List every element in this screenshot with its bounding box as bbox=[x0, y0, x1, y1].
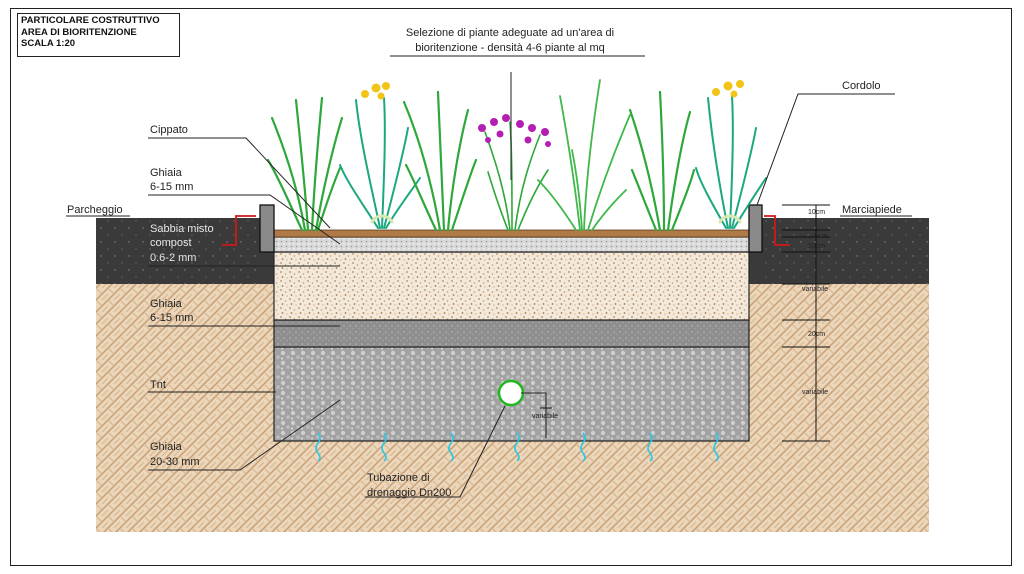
layer-top-gravel bbox=[273, 236, 750, 253]
label-sabbia-3: 0.6-2 mm bbox=[150, 252, 196, 264]
dim-variabile-3: variabile bbox=[532, 413, 558, 420]
label-cippato: Cippato bbox=[150, 124, 188, 136]
leader-lines bbox=[66, 55, 912, 498]
grass-plant-icon bbox=[266, 96, 344, 232]
curb-right-mortar bbox=[764, 215, 790, 246]
label-ghiaia-bot-1: Ghiaia bbox=[150, 441, 183, 453]
pavement-fill-left bbox=[260, 252, 274, 284]
yellow-flower-icon bbox=[361, 82, 390, 100]
curb-left-mortar bbox=[222, 215, 256, 246]
iris-plant-icon bbox=[339, 97, 421, 229]
parking-pavement bbox=[96, 218, 260, 284]
dim-5cm: 5cm bbox=[814, 233, 827, 240]
soil-bottom bbox=[274, 441, 749, 532]
label-ghiaia-mid-2: 6-15 mm bbox=[150, 312, 193, 324]
label-parcheggio: Parcheggio bbox=[67, 204, 123, 216]
dimension-lines bbox=[540, 204, 830, 442]
layer-fine-gravel bbox=[273, 319, 750, 348]
soil-right bbox=[749, 284, 929, 532]
title-line-3: SCALA 1:20 bbox=[21, 38, 76, 49]
plants-note-line-1: Selezione di piante adeguate ad un'area … bbox=[406, 27, 614, 39]
label-tnt: Tnt bbox=[150, 379, 166, 391]
dim-20cm: 20cm bbox=[808, 331, 825, 338]
label-tubazione-1: Tubazione di bbox=[367, 472, 430, 484]
grass-plant-icon bbox=[628, 90, 696, 232]
layer-wood-chips bbox=[273, 229, 750, 238]
grass-plant-icon bbox=[537, 79, 631, 231]
grass-plant-icon bbox=[402, 90, 478, 232]
purple-flower-icon bbox=[478, 114, 551, 147]
title-block: PARTICOLARE COSTRUTTIVO AREA DI BIORITEN… bbox=[17, 13, 180, 57]
label-tubazione-2: drenaggio Dn200 bbox=[367, 487, 451, 499]
layer-sand-compost bbox=[273, 251, 750, 321]
curb-left bbox=[259, 204, 275, 253]
curb-right bbox=[748, 204, 763, 253]
drawing-frame bbox=[10, 8, 1012, 566]
dim-variabile-1: variabile bbox=[802, 286, 828, 293]
title-line-2: AREA DI BIORITENZIONE bbox=[21, 26, 137, 38]
dim-variabile-2: variabile bbox=[802, 389, 828, 396]
soil-left bbox=[96, 284, 274, 532]
infiltration-icons bbox=[315, 432, 719, 462]
label-ghiaia-top-1: Ghiaia bbox=[150, 167, 183, 179]
pavement-fill-right bbox=[749, 252, 762, 284]
label-sabbia-1: Sabbia misto bbox=[150, 223, 214, 235]
sidewalk-pavement bbox=[762, 218, 929, 284]
drain-pipe-icon bbox=[497, 379, 525, 407]
label-cordolo: Cordolo bbox=[842, 80, 881, 92]
dim-10cm-top: 10cm bbox=[808, 209, 825, 216]
label-ghiaia-top-2: 6-15 mm bbox=[150, 181, 193, 193]
dim-10cm-bottom: 10cm bbox=[808, 243, 825, 250]
label-ghiaia-bot-2: 20-30 mm bbox=[150, 456, 200, 468]
plants-note-line-2: bioritenzione - densità 4-6 piante al mq bbox=[415, 42, 605, 54]
label-ghiaia-mid-1: Ghiaia bbox=[150, 298, 183, 310]
label-sabbia-2: compost bbox=[150, 237, 192, 249]
flowering-plant-icon bbox=[484, 121, 549, 231]
plants-group bbox=[266, 79, 767, 232]
yellow-flower-icon bbox=[712, 80, 744, 98]
iris-plant-icon bbox=[695, 95, 767, 229]
title-line-1: PARTICOLARE COSTRUTTIVO bbox=[21, 15, 160, 26]
label-marciapiede: Marciapiede bbox=[842, 204, 902, 216]
